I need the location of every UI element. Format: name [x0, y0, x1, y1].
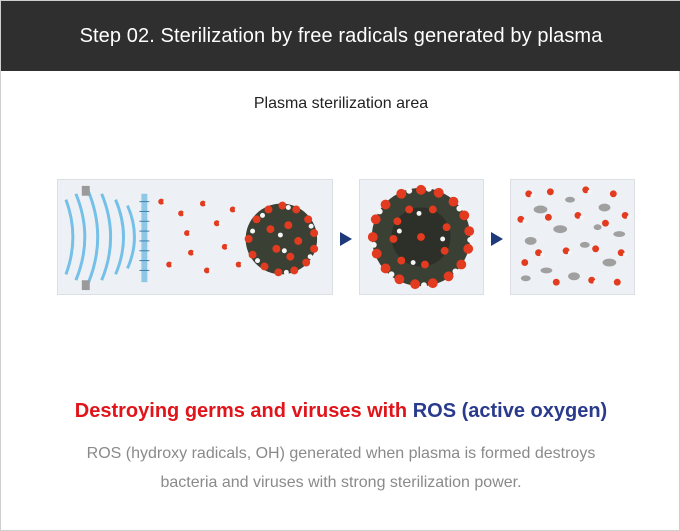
virus-covered-by-radicals-image [359, 179, 484, 295]
arrow-right-icon [491, 232, 503, 246]
headline-part-blue: ROS (active oxygen) [412, 400, 608, 422]
arrow-right-icon [340, 232, 352, 246]
description: ROS (hydroxy radicals, OH) generated whe… [41, 439, 641, 497]
plasma-generator-emitting-radicals-image [57, 179, 333, 295]
step-header: Step 02. Sterilization by free radicals … [1, 1, 680, 71]
step-title: Step 02. Sterilization by free radicals … [79, 24, 603, 47]
area-label: Plasma sterilization area [253, 95, 429, 112]
headline: Destroying germs and viruses with ROS (a… [1, 400, 680, 423]
description-line-1: ROS (hydroxy radicals, OH) generated whe… [86, 445, 596, 462]
headline-part-red: Destroying germs and viruses with [74, 400, 408, 422]
virus-destroyed-image [510, 179, 635, 295]
description-line-2: bacteria and viruses with strong sterili… [160, 474, 522, 491]
